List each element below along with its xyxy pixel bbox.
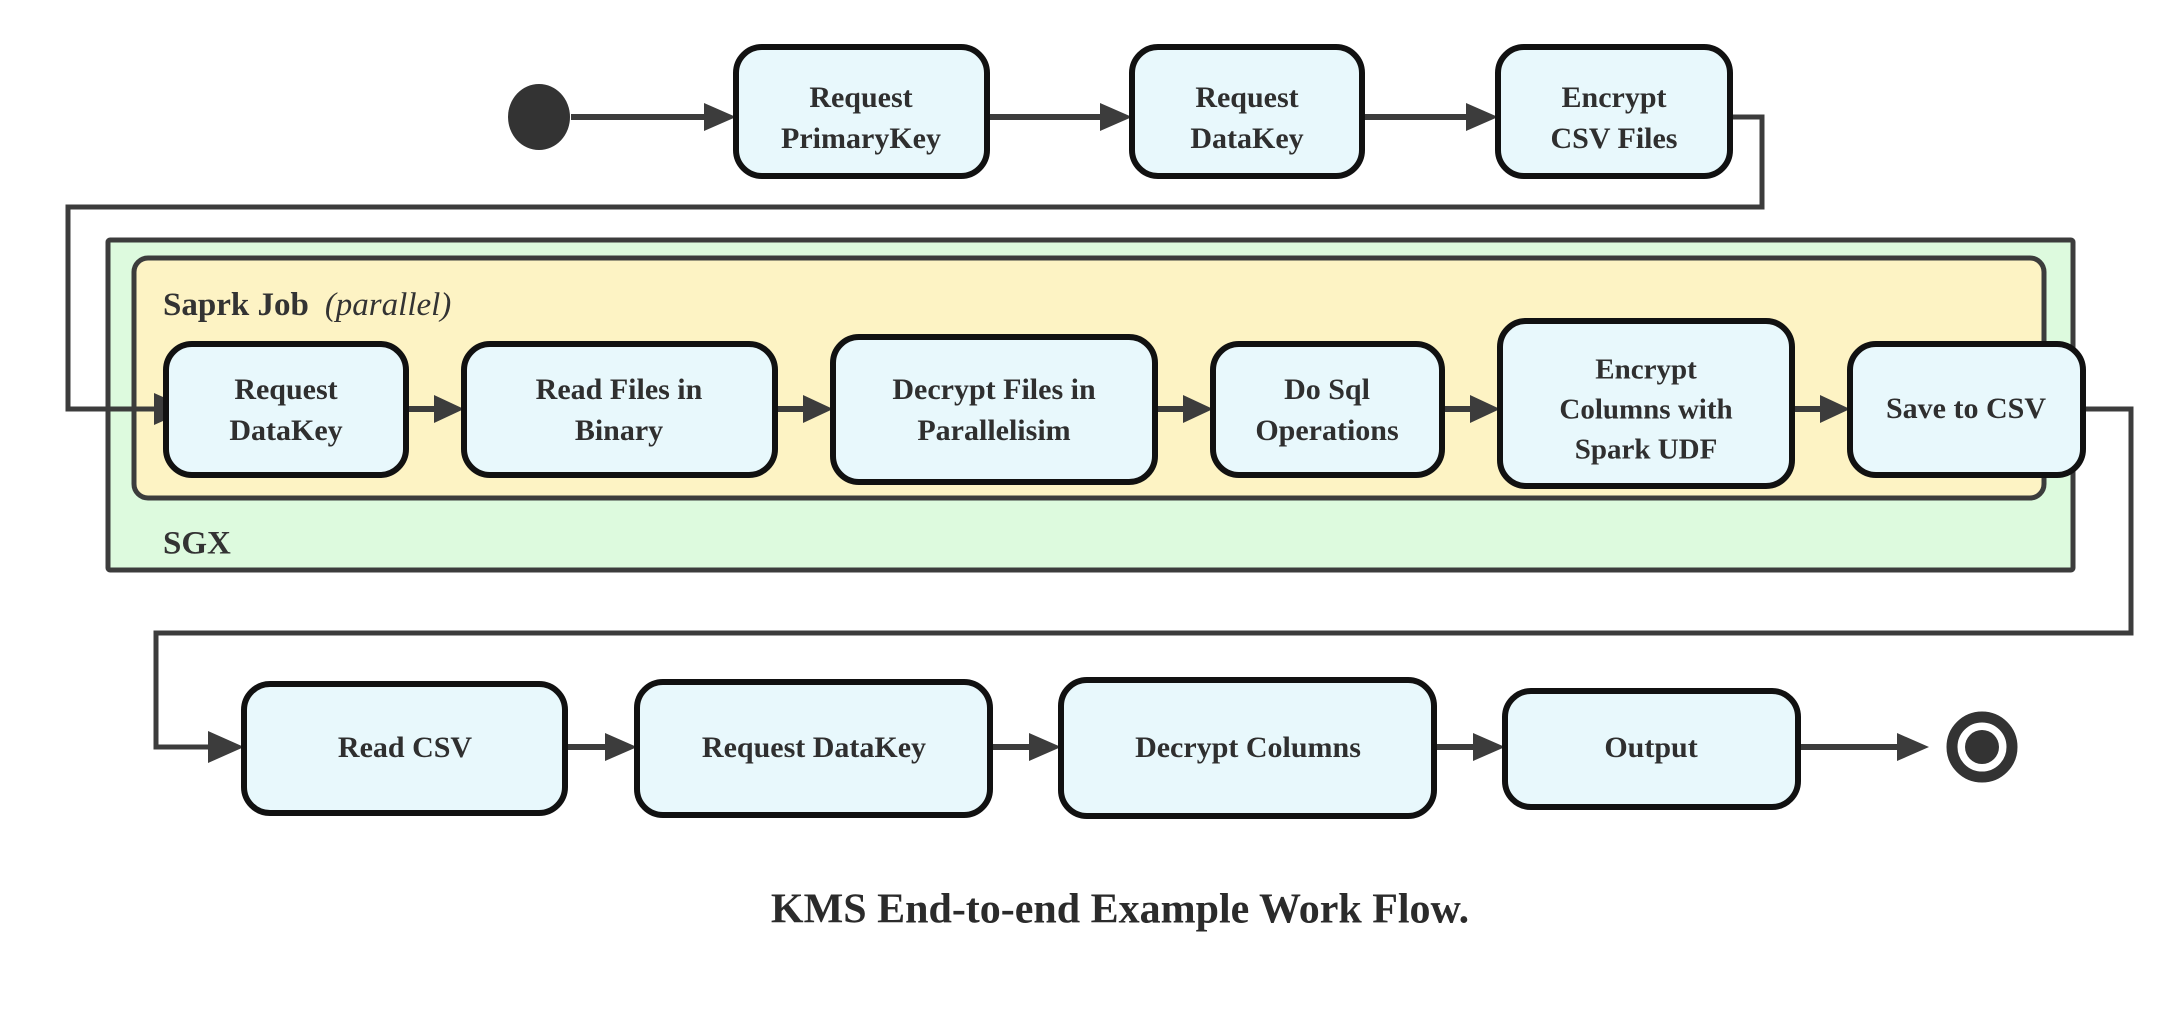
node-label-line: DataKey [1190,122,1303,155]
node-label-line: DataKey [229,414,342,447]
node-label-line: Spark UDF [1575,434,1718,466]
edge-spark-datakey-to-read-files [406,395,464,423]
edge-output-to-end [1798,733,1929,761]
node-label-line: PrimaryKey [781,122,941,155]
start-node [508,84,570,150]
node-label-line: Read CSV [338,731,473,764]
node-request-primarykey[interactable]: Request PrimaryKey [733,44,990,179]
node-label-line: Binary [575,414,663,447]
edge-decrypt-files-to-do-sql [1155,395,1213,423]
node-label-line: Decrypt Files in [892,373,1096,406]
edge-start-to-request-primarykey [571,103,736,131]
edge-read-csv-to-request-datakey [565,733,637,761]
node-encrypt-csv-files[interactable]: Encrypt CSV Files [1495,44,1733,179]
node-output[interactable]: Output [1502,688,1801,810]
edge-request-datakey-to-decrypt-columns [990,733,1061,761]
spark-job-modifier: (parallel) [325,287,451,323]
node-label-line: Do Sql [1284,373,1370,406]
edge-do-sql-to-encrypt-columns [1442,395,1500,423]
node-save-to-csv[interactable]: Save to CSV [1847,341,2086,478]
node-label-line: Output [1604,731,1697,764]
node-label-line: Parallelisim [917,414,1070,447]
node-read-csv[interactable]: Read CSV [241,681,568,816]
node-label-line: Decrypt Columns [1135,731,1361,764]
node-label-line: CSV Files [1551,122,1678,155]
node-label-line: Encrypt [1595,354,1697,386]
node-decrypt-columns[interactable]: Decrypt Columns [1058,677,1437,819]
end-node [1946,711,2018,783]
node-label-line: Columns with [1559,394,1732,426]
node-label-line: Request DataKey [702,731,926,764]
spark-job-label: Saprk Job(parallel) [163,287,451,323]
node-encrypt-columns-with-spark-udf[interactable]: Encrypt Columns with Spark UDF [1497,318,1795,489]
node-request-datakey-bottom[interactable]: Request DataKey [634,679,993,818]
sgx-label: SGX [163,526,231,562]
edge-primarykey-to-datakey [987,103,1132,131]
edge-save-csv-to-read-csv [153,406,2134,763]
node-do-sql-operations[interactable]: Do Sql Operations [1210,341,1445,478]
edge-decrypt-columns-to-output [1434,733,1505,761]
node-request-datakey-top[interactable]: Request DataKey [1129,44,1365,179]
node-decrypt-files-in-parallelisim[interactable]: Decrypt Files in Parallelisim [830,334,1158,485]
diagram-caption: KMS End-to-end Example Work Flow. [771,887,1469,933]
node-label-line: Request [234,373,337,406]
node-label-line: Read Files in [536,373,703,406]
node-label-line: Operations [1255,414,1398,447]
edge-datakey-to-encrypt-csv [1362,103,1498,131]
edge-encrypt-columns-to-save-csv [1792,395,1850,423]
node-read-files-in-binary[interactable]: Read Files in Binary [461,341,778,478]
node-label-line: Save to CSV [1886,392,2046,425]
node-label-line: Request [1195,81,1298,114]
edge-read-files-to-decrypt-files [775,395,833,423]
node-label-line: Request [809,81,912,114]
node-label-line: Encrypt [1562,81,1667,114]
node-request-datakey-spark[interactable]: Request DataKey [163,341,409,478]
